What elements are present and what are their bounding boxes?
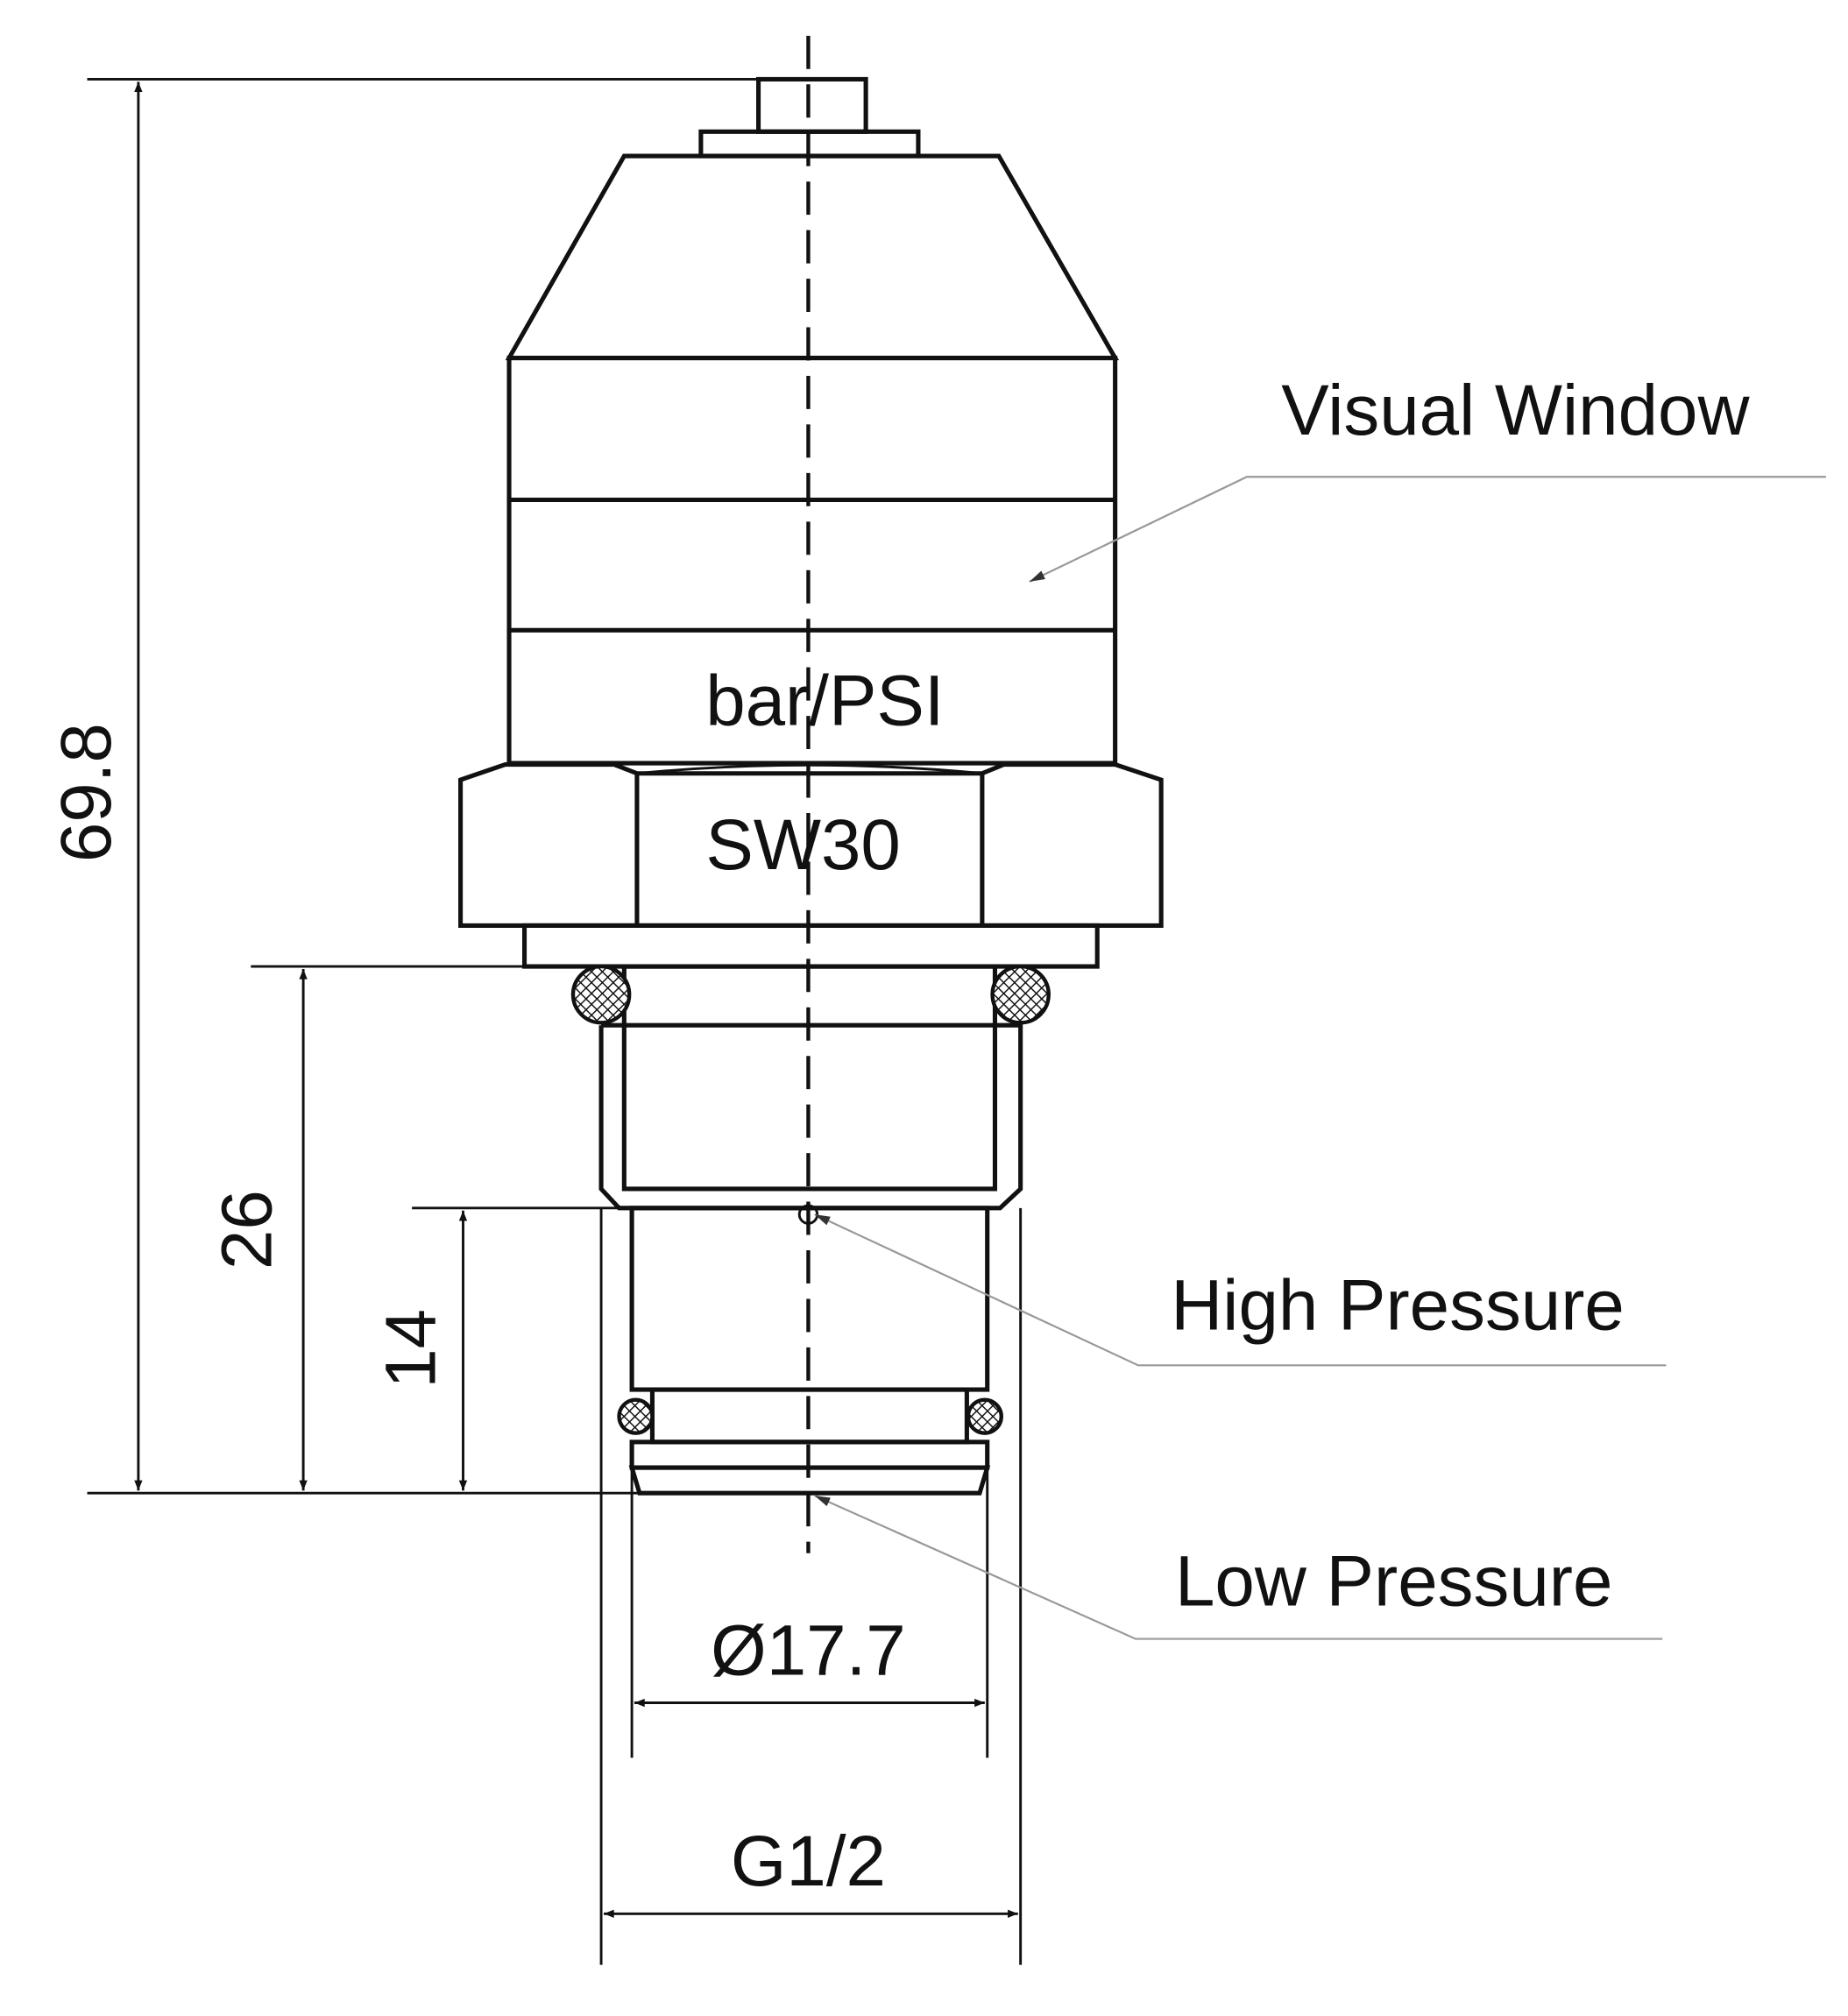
flange xyxy=(521,923,1100,969)
thread-section xyxy=(598,1022,1023,1211)
cone-cap xyxy=(505,153,1120,361)
gauge-body xyxy=(458,76,1164,1496)
overall-height-dimension: 69.8 xyxy=(46,723,126,862)
o-ring-left xyxy=(570,964,632,1025)
dimension-lines xyxy=(87,78,1023,1965)
leader-lines xyxy=(814,476,1826,1640)
lower-length-dimension: 14 xyxy=(371,1309,450,1389)
screw-head xyxy=(755,76,868,134)
inner-diameter-dimension: Ø17.7 xyxy=(711,1610,906,1690)
hex-size-label: SW30 xyxy=(705,805,900,885)
visual-window-label: Visual Window xyxy=(1281,371,1750,450)
thread-length-dimension: 26 xyxy=(208,1190,287,1270)
housing xyxy=(506,355,1118,766)
high-pressure-label: High Pressure xyxy=(1171,1265,1625,1345)
low-pressure-label: Low Pressure xyxy=(1175,1542,1612,1622)
o-ring-right xyxy=(990,964,1051,1025)
o-ring-lower-right xyxy=(966,1397,1003,1435)
thread-dimension: G1/2 xyxy=(731,1821,886,1901)
body-unit-label: bar/PSI xyxy=(705,661,944,740)
stem-tip xyxy=(628,1465,991,1496)
o-ring-lower-left xyxy=(617,1397,655,1435)
